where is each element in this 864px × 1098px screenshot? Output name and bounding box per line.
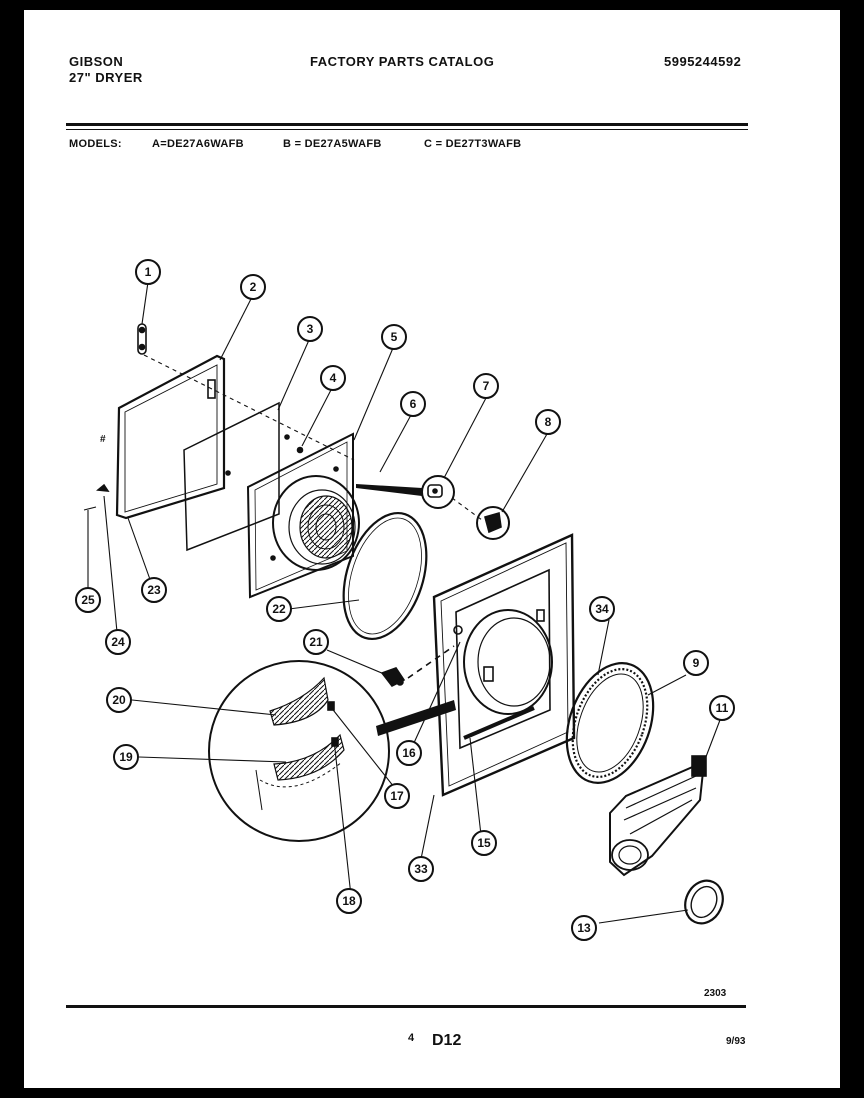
catalog-number: 5995244592: [664, 54, 742, 69]
page-number: 4: [408, 1032, 415, 1044]
callout-18: 18: [336, 888, 362, 914]
callout-leader-lines: [83, 281, 721, 924]
model-b: B = DE27A5WAFB: [283, 138, 382, 150]
door-gasket-ring: [342, 511, 428, 641]
door-catch-detail: [476, 506, 510, 540]
callout-number: 7: [483, 379, 490, 393]
callout-13: 13: [571, 915, 597, 941]
callout-number: 18: [342, 894, 356, 908]
callout-number: 16: [402, 746, 416, 760]
callout-number: 23: [147, 583, 161, 597]
zoom-connector-band: [376, 700, 456, 736]
callout-number: 22: [272, 602, 286, 616]
callout-33: 33: [408, 856, 434, 882]
callout-20: 20: [106, 687, 132, 713]
callout-16: 16: [396, 740, 422, 766]
callout-number: 8: [545, 415, 552, 429]
callout-15: 15: [471, 830, 497, 856]
header-rule-thin: [66, 129, 748, 130]
callout-3: 3: [297, 316, 323, 342]
callout-number: 5: [391, 330, 398, 344]
door-handle: [609, 755, 707, 877]
callout-2: 2: [240, 274, 266, 300]
callout-number: 13: [577, 921, 591, 935]
strike-leader-band: [356, 484, 422, 496]
callout-7: 7: [473, 373, 499, 399]
callout-9: 9: [683, 650, 709, 676]
callout-number: 4: [330, 371, 337, 385]
callout-number: 20: [112, 693, 126, 707]
callout-22: 22: [266, 596, 292, 622]
callout-number: 25: [81, 593, 95, 607]
callout-6: 6: [400, 391, 426, 417]
callout-24: 24: [105, 629, 131, 655]
door-hinge: [137, 323, 147, 355]
callout-number: 3: [307, 322, 314, 336]
svg-text:#: #: [100, 434, 106, 445]
brand-name: GIBSON: [69, 54, 124, 69]
door-switch-latch: [380, 667, 406, 688]
callout-number: 15: [477, 836, 491, 850]
callout-number: 17: [390, 789, 404, 803]
hinge-detail-zoom: [208, 660, 390, 842]
latch-strike-detail: [421, 475, 455, 509]
parts-catalog-sheet: GIBSON 27" DRYER FACTORY PARTS CATALOG 5…: [24, 10, 840, 1088]
model-c: C = DE27T3WAFB: [424, 138, 522, 150]
callout-4: 4: [320, 365, 346, 391]
product-name: 27" DRYER: [69, 70, 143, 85]
callout-number: 24: [111, 635, 125, 649]
door-trim-ring: [565, 662, 655, 784]
latch-dashed-line: [407, 645, 455, 679]
callout-23: 23: [141, 577, 167, 603]
inner-door-liner: [183, 401, 304, 552]
door-inner-panel: [246, 432, 360, 599]
front-panel: [432, 533, 576, 797]
callout-1: 1: [135, 259, 161, 285]
model-a: A=DE27A6WAFB: [152, 138, 244, 150]
callout-number: 34: [595, 602, 609, 616]
footer-rule: [66, 1005, 746, 1008]
header-rule-thick: [66, 123, 748, 126]
callout-17: 17: [384, 783, 410, 809]
handle-ring: [684, 879, 724, 925]
callout-21: 21: [303, 629, 329, 655]
drawing-code: 2303: [704, 988, 727, 999]
callout-5: 5: [381, 324, 407, 350]
exploded-view-diagram: #: [75, 259, 735, 941]
callout-number: 19: [119, 750, 133, 764]
callout-number: 11: [716, 701, 729, 715]
callout-34: 34: [589, 596, 615, 622]
callout-number: 2: [250, 280, 257, 294]
callout-number: 33: [414, 862, 428, 876]
outer-door-panel: #: [96, 354, 226, 520]
callout-19: 19: [113, 744, 139, 770]
callout-number: 1: [145, 265, 152, 279]
section-code: D12: [432, 1032, 462, 1049]
models-label: MODELS:: [69, 138, 122, 150]
callout-8: 8: [535, 409, 561, 435]
catalog-title: FACTORY PARTS CATALOG: [310, 54, 495, 69]
callout-11: 11: [709, 695, 735, 721]
callout-number: 9: [693, 656, 700, 670]
callout-number: 6: [410, 397, 417, 411]
callout-25: 25: [75, 587, 101, 613]
date-code: 9/93: [726, 1036, 746, 1047]
callout-number: 21: [309, 635, 323, 649]
